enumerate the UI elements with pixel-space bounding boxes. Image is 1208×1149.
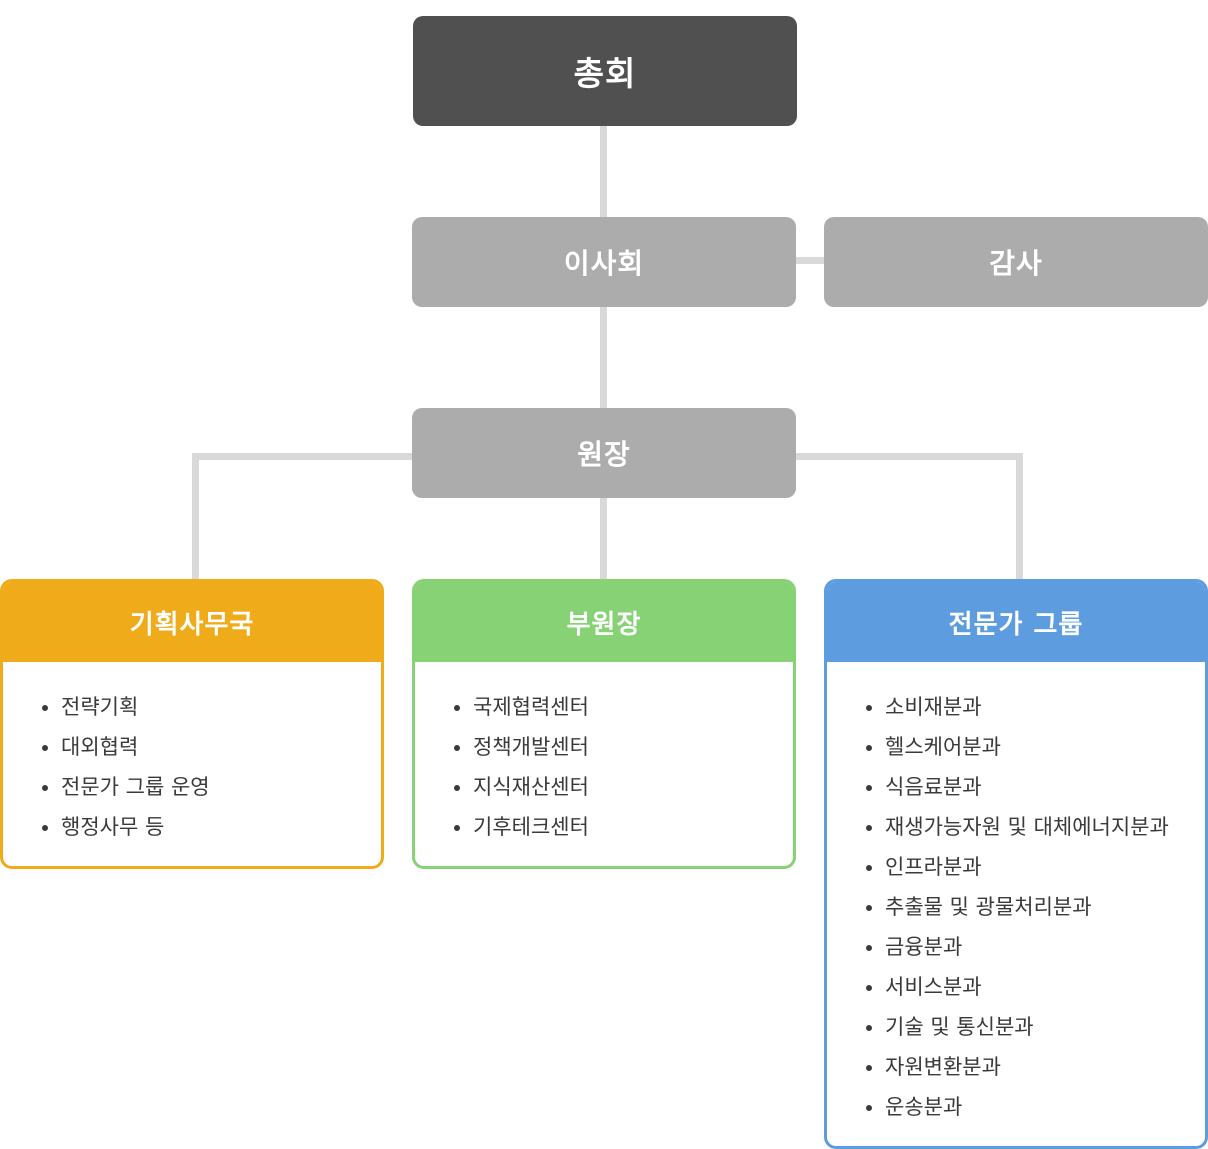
connector-left-vertical: [192, 453, 199, 582]
list-item: 소비재분과: [863, 687, 1205, 727]
list-item: 정책개발센터: [451, 727, 793, 767]
list-item: 기후테크센터: [451, 807, 793, 847]
president-label: 원장: [577, 438, 631, 471]
planning-office-header: 기획사무국: [3, 582, 381, 662]
connector-board-president: [600, 304, 607, 411]
list-item: 전문가 그룹 운영: [39, 767, 381, 807]
vice-president-header: 부원장: [415, 582, 793, 662]
list-item: 식음료분과: [863, 767, 1205, 807]
expert-group-panel: 전문가 그룹 소비재분과 헬스케어분과 식음료분과 재생가능자원 및 대체에너지…: [824, 579, 1208, 1149]
vice-president-list: 국제협력센터 정책개발센터 지식재산센터 기후테크센터: [415, 662, 793, 847]
planning-office-list: 전략기획 대외협력 전문가 그룹 운영 행정사무 등: [3, 662, 381, 847]
general-assembly-label: 총회: [573, 54, 637, 93]
list-item: 운송분과: [863, 1087, 1205, 1127]
list-item: 지식재산센터: [451, 767, 793, 807]
list-item: 자원변환분과: [863, 1047, 1205, 1087]
list-item: 전략기획: [39, 687, 381, 727]
connector-assembly-board: [600, 124, 607, 220]
list-item: 재생가능자원 및 대체에너지분과: [863, 807, 1205, 847]
list-item: 대외협력: [39, 727, 381, 767]
list-item: 인프라분과: [863, 847, 1205, 887]
planning-office-title: 기획사무국: [129, 609, 255, 640]
connector-right-horizontal: [794, 453, 1023, 460]
auditor-label: 감사: [989, 247, 1043, 280]
list-item: 추출물 및 광물처리분과: [863, 887, 1205, 927]
list-item: 금융분과: [863, 927, 1205, 967]
board-box: 이사회: [412, 217, 796, 307]
list-item: 행정사무 등: [39, 807, 381, 847]
expert-group-header: 전문가 그룹: [827, 582, 1205, 662]
connector-president-vice: [600, 495, 607, 582]
vice-president-panel: 부원장 국제협력센터 정책개발센터 지식재산센터 기후테크센터: [412, 579, 796, 869]
president-box: 원장: [412, 408, 796, 498]
board-label: 이사회: [563, 247, 645, 280]
connector-left-horizontal: [192, 453, 414, 460]
list-item: 기술 및 통신분과: [863, 1007, 1205, 1047]
planning-office-panel: 기획사무국 전략기획 대외협력 전문가 그룹 운영 행정사무 등: [0, 579, 384, 869]
general-assembly-box: 총회: [413, 16, 797, 126]
connector-board-auditor: [794, 257, 826, 264]
expert-group-title: 전문가 그룹: [948, 609, 1084, 640]
expert-group-list: 소비재분과 헬스케어분과 식음료분과 재생가능자원 및 대체에너지분과 인프라분…: [827, 662, 1205, 1127]
vice-president-title: 부원장: [566, 609, 642, 640]
list-item: 서비스분과: [863, 967, 1205, 1007]
connector-right-vertical: [1016, 453, 1023, 582]
list-item: 국제협력센터: [451, 687, 793, 727]
list-item: 헬스케어분과: [863, 727, 1205, 767]
auditor-box: 감사: [824, 217, 1208, 307]
